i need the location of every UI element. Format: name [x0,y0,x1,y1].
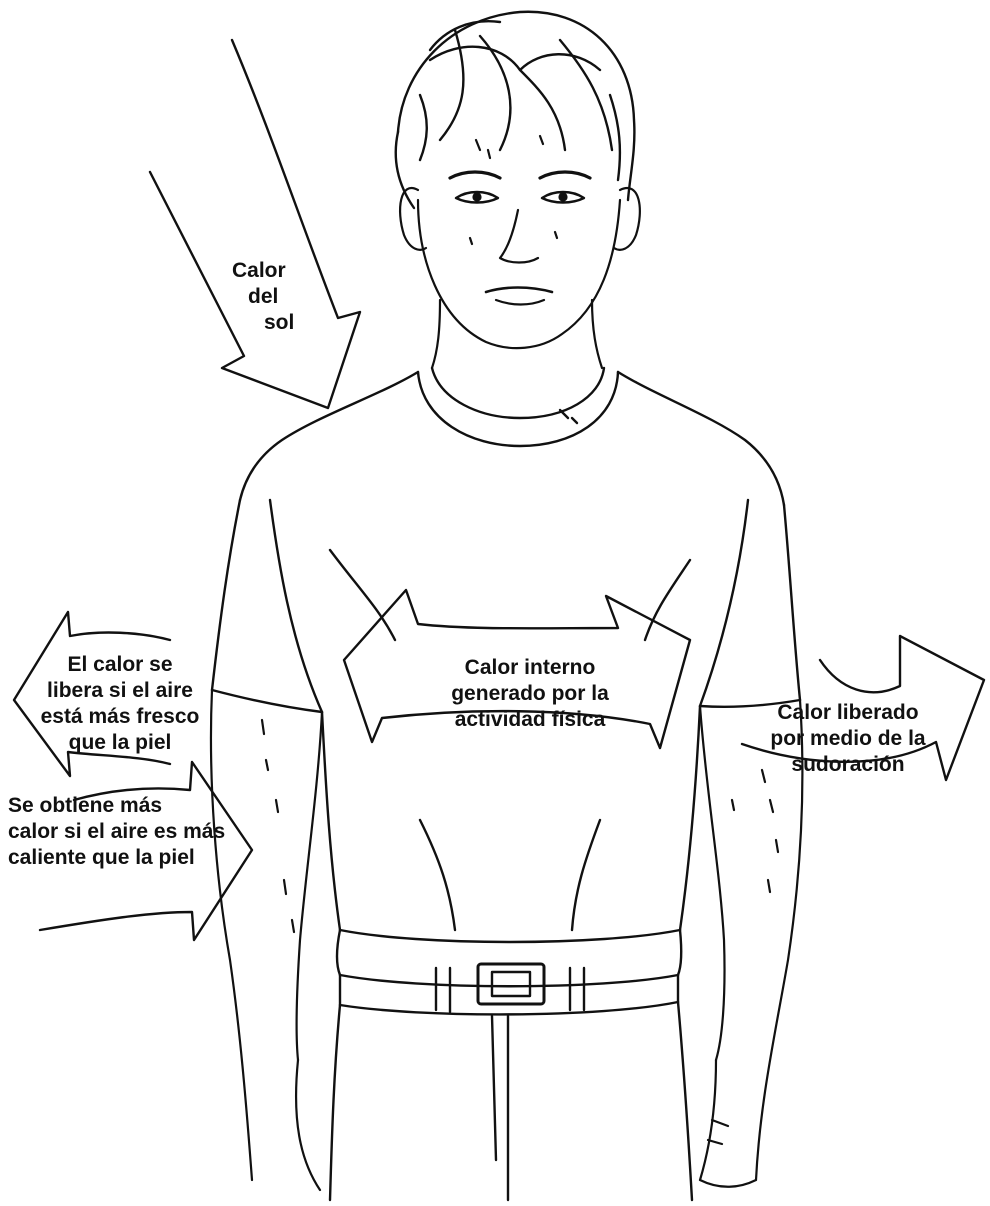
heat-gain-label: Se obtiene más calor si el aire es más c… [8,793,248,871]
sweat-heat-label-line: sudoración [738,752,958,778]
face [400,136,640,348]
arms [211,690,802,1190]
sun-heat-label-line: del [200,284,300,310]
internal-heat-label-line: Calor interno [405,655,655,681]
heat-release-label-line: libera si el aire [14,678,226,704]
heat-release-label: El calor se libera si el aire está más f… [14,652,226,756]
belt-and-pants [330,930,692,1200]
internal-heat-label: Calor interno generado por la actividad … [405,655,655,733]
sweat-heat-label-line: Calor liberado [738,700,958,726]
sun-heat-label-line: Calor [200,258,300,284]
heat-gain-label-line: calor si el aire es más [8,819,248,845]
internal-heat-label-line: generado por la [405,681,655,707]
hair [396,12,635,208]
internal-heat-label-line: actividad física [405,707,655,733]
neck [432,300,602,368]
arrow-down-right-icon [150,40,360,408]
heat-release-label-line: El calor se [14,652,226,678]
heat-release-label-line: está más fresco [14,704,226,730]
sweat-heat-label: Calor liberado por medio de la sudoració… [738,700,958,778]
sun-heat-label: Calor del sol [200,258,300,336]
heat-gain-label-line: caliente que la piel [8,845,248,871]
heat-gain-label-line: Se obtiene más [8,793,248,819]
sweat-heat-label-line: por medio de la [738,726,958,752]
heat-release-label-line: que la piel [14,730,226,756]
sun-heat-label-line: sol [200,310,300,336]
